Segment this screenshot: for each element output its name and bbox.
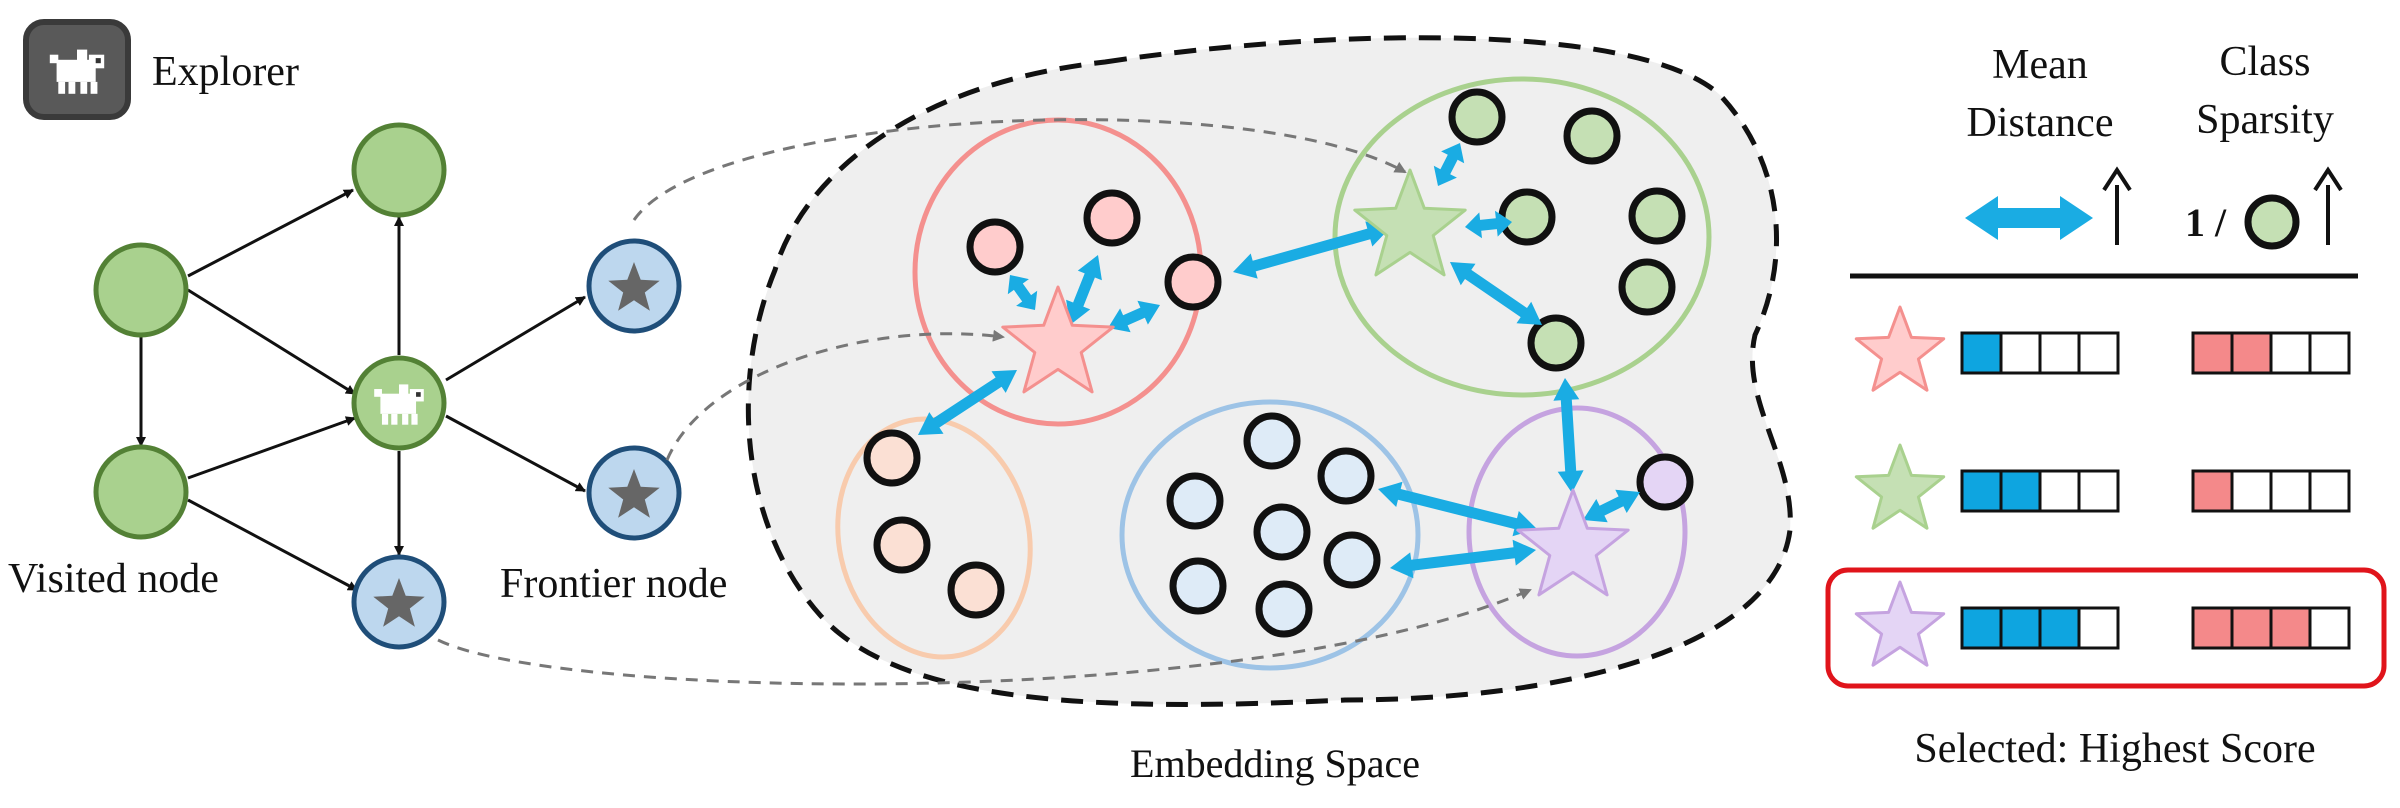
- distance-arrow: [1450, 262, 1542, 325]
- explorer-header: Explorer: [23, 19, 299, 120]
- class-sparsity-cell: [2308, 331, 2351, 375]
- sample-node: [966, 218, 1024, 276]
- mean-distance-title: Mean: [1992, 42, 2088, 88]
- explorer-label: Explorer: [152, 49, 299, 95]
- visited-node: [93, 242, 189, 338]
- frontier-node-label: Frontier node: [500, 561, 727, 607]
- sample-node: [1628, 187, 1686, 245]
- selected-caption: Selected: Highest Score: [1914, 726, 2315, 772]
- class-sparsity-cell: [2269, 469, 2312, 513]
- sample-node: [1498, 188, 1556, 246]
- distance-arrow: [1583, 489, 1640, 523]
- sample-node: [1317, 447, 1375, 505]
- star-icon: [608, 469, 660, 518]
- distance-arrow: [1433, 143, 1465, 186]
- sample-node: [873, 516, 931, 574]
- star-icon: [1353, 168, 1467, 277]
- mean-distance-cell: [1960, 331, 2003, 375]
- star-icon: [608, 262, 660, 311]
- distance-arrow: [1378, 481, 1537, 537]
- mean-distance-cell: [1999, 469, 2042, 513]
- mean-distance-cell: [2038, 469, 2081, 513]
- distance-arrow: [1066, 255, 1102, 325]
- sample-node: [863, 429, 921, 487]
- class-sparsity-cell: [2230, 606, 2273, 650]
- embedding-space: Embedding Space: [745, 35, 1793, 786]
- sample-node: [1563, 107, 1621, 165]
- class-sparsity-title: Sparsity: [2196, 97, 2334, 143]
- class-sparsity-cell: [2308, 469, 2351, 513]
- class-sparsity-cell: [2191, 469, 2234, 513]
- class-sparsity-cell: [2191, 606, 2234, 650]
- sample-node: [1253, 503, 1311, 561]
- distance-arrow: [1108, 300, 1160, 333]
- sample-node: [1636, 453, 1694, 511]
- mean-distance-cell: [1960, 469, 2003, 513]
- distance-arrow: [1233, 221, 1390, 279]
- mean-distance-cell: [2077, 331, 2120, 375]
- distance-arrow: [918, 370, 1017, 435]
- class-sparsity-cell: [2308, 606, 2351, 650]
- distance-arrow: [1007, 275, 1038, 310]
- star-icon: [1854, 580, 1946, 667]
- star-icon: [1854, 305, 1946, 392]
- distance-arrow: [1553, 378, 1584, 493]
- mean-distance-cell: [1999, 606, 2042, 650]
- visited-node: [351, 122, 447, 218]
- distance-arrow: [1390, 539, 1536, 579]
- class-sparsity-cell: [2269, 331, 2312, 375]
- visited-node-label: Visited node: [8, 556, 219, 602]
- sample-node: [947, 561, 1005, 619]
- sample-node: [1166, 472, 1224, 530]
- sample-node: [1169, 557, 1227, 615]
- mean-distance-cell: [2038, 606, 2081, 650]
- sample-node: [1255, 580, 1313, 638]
- graph-edges: [136, 188, 586, 592]
- sample-node: [1448, 88, 1506, 146]
- sample-node: [1618, 258, 1676, 316]
- class-sparsity-title: Class: [2219, 39, 2310, 85]
- sample-node: [1083, 189, 1141, 247]
- sample-node: [1323, 531, 1381, 589]
- score-panel: Mean Distance Class Sparsity 1 / Selecte…: [1825, 39, 2387, 772]
- sample-icon: [2244, 194, 2300, 250]
- graph-nodes: Visited node Frontier node: [8, 122, 727, 650]
- distance-arrow: [1465, 210, 1512, 239]
- distance-arrow-icon: [1965, 196, 2093, 240]
- star-icon: [1001, 285, 1115, 394]
- up-arrow-icon: [2313, 166, 2343, 245]
- mean-distance-title: Distance: [1967, 100, 2114, 146]
- green-cluster: [1332, 76, 1712, 398]
- orange-cluster: [835, 416, 1033, 660]
- sample-node: [1243, 412, 1301, 470]
- class-sparsity-cell: [2269, 606, 2312, 650]
- selected-highlight: [1825, 567, 2387, 689]
- class-sparsity-cell: [2230, 469, 2273, 513]
- star-icon: [1516, 488, 1630, 597]
- class-sparsity-cell: [2191, 331, 2234, 375]
- blue-cluster: [1119, 399, 1421, 671]
- sample-node: [1527, 314, 1585, 372]
- mean-distance-cell: [2038, 331, 2081, 375]
- star-icon: [1854, 443, 1946, 530]
- class-sparsity-cell: [2230, 331, 2273, 375]
- mean-distance-cell: [1999, 331, 2042, 375]
- embedding-space-label: Embedding Space: [1130, 741, 1420, 786]
- inverse-label: 1 /: [2185, 200, 2227, 245]
- mean-distance-cell: [2077, 606, 2120, 650]
- mean-distance-cell: [2077, 469, 2120, 513]
- purple-cluster: [1466, 405, 1688, 659]
- sample-node: [1164, 253, 1222, 311]
- visited-node: [93, 444, 189, 540]
- mean-distance-cell: [1960, 606, 2003, 650]
- star-icon: [373, 578, 425, 627]
- mapping-curves: [437, 118, 1532, 686]
- up-arrow-icon: [2102, 166, 2132, 245]
